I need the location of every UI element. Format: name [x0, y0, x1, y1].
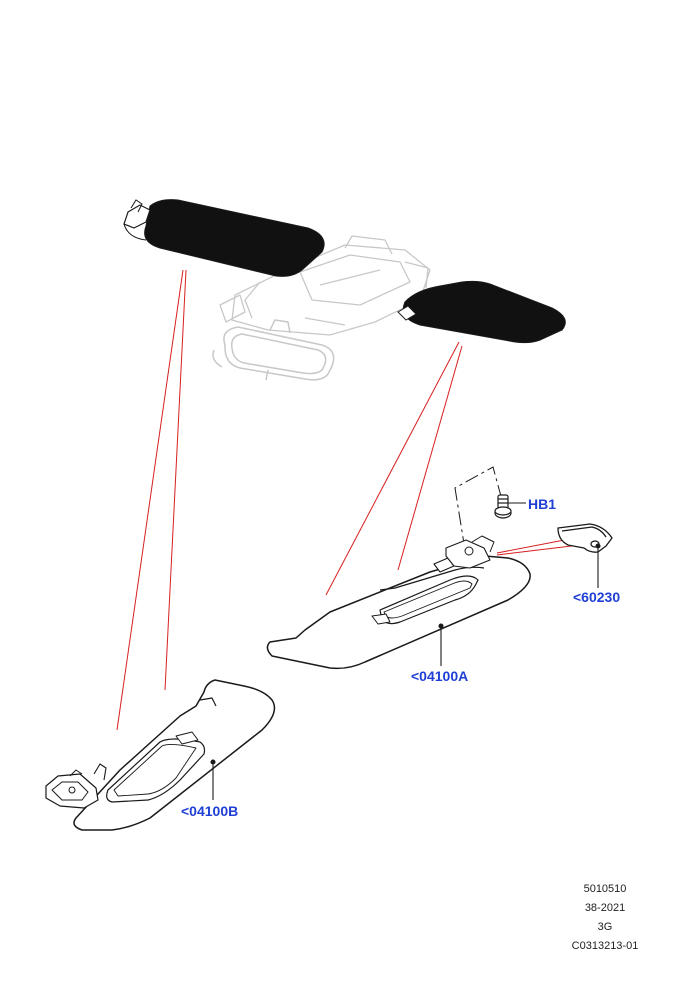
callout-04100b: <04100B	[181, 803, 239, 819]
reference-line-4: C0313213-01	[571, 940, 639, 952]
callout-leaders	[210, 502, 601, 800]
bracket-cover-60230	[557, 523, 613, 553]
callout-04100a: <04100A	[411, 668, 469, 684]
visor-04100a	[266, 535, 531, 670]
hb1-screw	[494, 494, 512, 519]
reference-block: 5010510 38-2021 3G C0313213-01	[560, 880, 650, 956]
upper-left-visor	[123, 199, 325, 277]
reference-line-1: 5010510	[583, 883, 627, 895]
upper-right-visor	[397, 280, 566, 344]
callout-60230: <60230	[573, 589, 621, 605]
install-path-dashed	[454, 466, 503, 551]
callout-hb1: HB1	[528, 496, 557, 512]
visor-04100b	[45, 679, 276, 831]
reference-line-3: 3G	[597, 921, 613, 933]
rearview-mirror-ghost	[212, 319, 335, 381]
reference-line-2: 38-2021	[584, 902, 626, 914]
